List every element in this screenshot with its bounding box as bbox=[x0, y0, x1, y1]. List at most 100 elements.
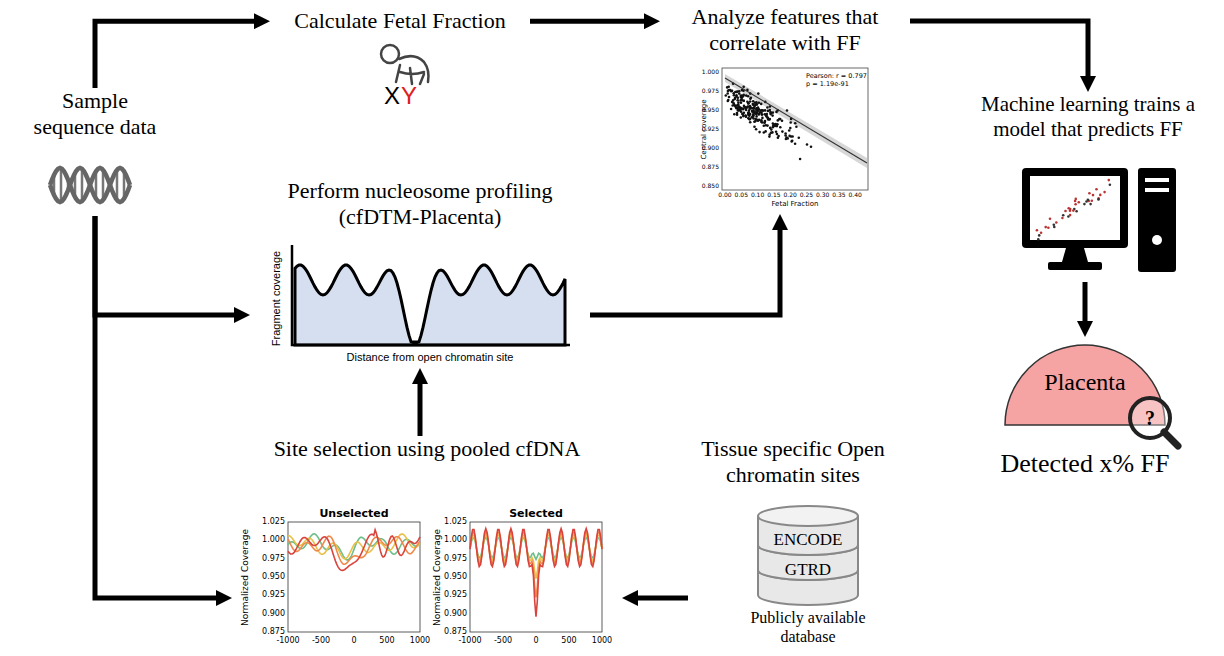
scatter-dot bbox=[761, 117, 764, 120]
tick-label: -500 bbox=[494, 637, 512, 645]
tick-label: -1000 bbox=[458, 637, 481, 645]
flow-arrow bbox=[530, 19, 644, 24]
scatter-dot bbox=[770, 132, 773, 135]
flow-arrow bbox=[418, 384, 423, 436]
scatter-dot bbox=[754, 111, 757, 114]
scatter-dot bbox=[739, 99, 742, 102]
scatter-dot bbox=[769, 127, 772, 130]
scatter-dot bbox=[786, 109, 789, 112]
scatter-dot bbox=[753, 125, 756, 128]
flow-arrow bbox=[95, 216, 234, 315]
scatter-dot bbox=[727, 99, 730, 102]
scatter-dot bbox=[742, 95, 745, 98]
scatter-dot bbox=[757, 113, 760, 116]
axis-title: Distance from open chromatin site bbox=[347, 352, 514, 363]
tick-label: 1000 bbox=[410, 637, 430, 645]
scatter-dot bbox=[737, 101, 740, 104]
tick-label: 1.000 bbox=[444, 536, 467, 544]
scatter-dot bbox=[744, 115, 747, 118]
tick-label: 0 bbox=[533, 637, 538, 645]
tick-label: 1000 bbox=[592, 637, 612, 645]
tick-label: 0.950 bbox=[262, 573, 285, 581]
node-text: Analyze features that correlate with FF bbox=[660, 4, 910, 57]
stat-note: Pearson: r = 0.797 bbox=[806, 73, 867, 80]
scatter-dot bbox=[750, 97, 753, 100]
scatter-dot bbox=[751, 110, 754, 113]
screen-dot bbox=[1047, 227, 1050, 230]
screen-dot bbox=[1099, 194, 1102, 197]
scatter-dot bbox=[749, 118, 752, 121]
node-text: Calculate Fetal Fraction bbox=[270, 8, 530, 34]
plot-title: Unselected bbox=[319, 508, 388, 519]
scatter-dot bbox=[772, 111, 775, 114]
dna-strand bbox=[50, 168, 130, 202]
axis-title: Normalized Coverage bbox=[434, 528, 443, 625]
scatter-dot bbox=[750, 107, 753, 110]
flow-arrow bbox=[95, 21, 254, 88]
screen-dot bbox=[1074, 200, 1077, 203]
tick-label: 500 bbox=[379, 637, 394, 645]
tick-label: 0.900 bbox=[262, 610, 285, 618]
scatter-dot bbox=[764, 109, 767, 112]
scatter-dot bbox=[727, 100, 730, 103]
screen-dot bbox=[1038, 234, 1041, 237]
tick-label: 0.30 bbox=[816, 192, 829, 198]
scatter-dot bbox=[742, 113, 745, 116]
monitor-base bbox=[1048, 262, 1102, 270]
scatter-dot bbox=[738, 105, 741, 108]
axis-title: Fragment coverage bbox=[271, 250, 282, 345]
tick-label: 0.950 bbox=[444, 573, 467, 581]
axis-title: Normalized Coverage bbox=[242, 528, 251, 625]
scatter-dot bbox=[748, 118, 751, 121]
plot-lines bbox=[288, 529, 602, 617]
tick-label: 0.900 bbox=[702, 145, 719, 151]
scatter-dot bbox=[760, 112, 763, 115]
text-node: Calculate Fetal Fraction bbox=[270, 8, 530, 34]
tick-label: 0.875 bbox=[262, 628, 285, 636]
text-node: Machine learning trains a model that pre… bbox=[958, 92, 1218, 282]
flow-arrow bbox=[95, 216, 216, 598]
screen-dot bbox=[1088, 192, 1091, 195]
plot-frame bbox=[470, 522, 602, 632]
scatter-dot bbox=[779, 118, 782, 121]
monitor bbox=[1022, 168, 1128, 248]
node-text: Sample sequence data bbox=[25, 88, 165, 141]
scatter-dot bbox=[799, 158, 802, 161]
baby-limbs bbox=[396, 65, 424, 84]
scatter-plot bbox=[722, 68, 868, 190]
scatter-dot bbox=[758, 101, 761, 104]
dna-strand bbox=[50, 168, 130, 202]
scatter-dot bbox=[767, 110, 770, 113]
node-text: Publicly available database bbox=[733, 608, 883, 646]
scatter-dot bbox=[781, 130, 784, 133]
tick-label: 0.925 bbox=[444, 591, 467, 599]
node-text: Perform nucleosome profiling (cfDTM-Plac… bbox=[250, 178, 590, 231]
drive-slot bbox=[1145, 178, 1169, 182]
scatter-dot bbox=[745, 109, 748, 112]
scatter-dot bbox=[779, 126, 782, 129]
node-text: ENCODE bbox=[758, 530, 858, 550]
text-node: Perform nucleosome profiling (cfDTM-Plac… bbox=[250, 178, 590, 368]
magnifier-handle bbox=[1164, 432, 1178, 446]
scatter-dot bbox=[749, 97, 752, 100]
dna-icon bbox=[50, 168, 130, 202]
tick-label: 500 bbox=[561, 637, 576, 645]
node-text: GTRD bbox=[758, 560, 858, 580]
tick-label: 0.950 bbox=[702, 107, 719, 113]
scatter-dot bbox=[742, 94, 745, 97]
tick-label: 0.10 bbox=[751, 192, 764, 198]
site-plots bbox=[288, 522, 602, 632]
scatter-dot bbox=[763, 124, 766, 127]
flow-arrow bbox=[910, 21, 1088, 76]
confidence-band bbox=[725, 74, 867, 168]
text-node: Site selection using pooled cfDNA bbox=[232, 436, 622, 654]
scatter-dot bbox=[733, 113, 736, 116]
scatter-dot bbox=[763, 121, 766, 124]
chromosome-letter: Y bbox=[401, 84, 417, 108]
scatter-dot bbox=[732, 102, 735, 105]
screen-dot bbox=[1040, 232, 1043, 235]
scatter-dot bbox=[726, 92, 729, 95]
scatter-dot bbox=[789, 121, 792, 124]
scatter-dot bbox=[742, 100, 745, 103]
scatter-dot bbox=[735, 95, 738, 98]
